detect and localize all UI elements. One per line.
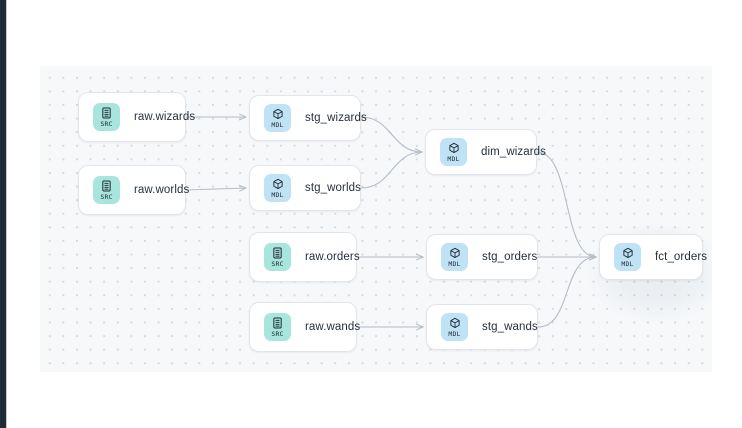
node-label: stg_orders (482, 251, 538, 263)
edge-stg-wands-to-fct-orders (537, 257, 596, 328)
src-badge-label: SRC (271, 259, 284, 268)
mdl-badge: MDL (264, 174, 291, 202)
node-raw-orders[interactable]: SRC raw.orders (249, 232, 360, 282)
node-label: dim_wizards (481, 146, 547, 158)
database-icon (273, 317, 282, 328)
node-raw-wands[interactable]: SRC raw.wands (249, 302, 361, 352)
node-label: raw.orders (305, 251, 360, 263)
node-label: stg_wands (482, 321, 538, 333)
src-badge: SRC (93, 103, 120, 131)
edge-dim-wizards-to-fct-orders (536, 151, 596, 257)
src-badge: SRC (93, 176, 120, 204)
mdl-badge-label: MDL (271, 190, 284, 199)
src-badge-label: SRC (271, 329, 284, 338)
mdl-badge: MDL (441, 243, 468, 271)
node-label: raw.wizards (134, 111, 196, 123)
src-badge-label: SRC (100, 192, 113, 201)
lineage-graph-canvas[interactable]: SRC raw.wizards SRC raw.worlds (40, 66, 712, 372)
node-stg-orders[interactable]: MDL stg_orders (426, 234, 538, 280)
node-label: raw.wands (305, 321, 361, 333)
node-stg-worlds[interactable]: MDL stg_worlds (249, 165, 361, 211)
left-rail (0, 0, 6, 428)
mdl-badge-label: MDL (448, 329, 461, 338)
cube-icon (449, 247, 460, 258)
node-stg-wands[interactable]: MDL stg_wands (426, 304, 538, 350)
cube-icon (448, 142, 459, 153)
edge-raw-worlds-to-stg-worlds (185, 188, 246, 190)
mdl-badge: MDL (440, 138, 467, 166)
node-raw-wizards[interactable]: SRC raw.wizards (78, 92, 195, 142)
mdl-badge: MDL (441, 313, 468, 341)
node-raw-worlds[interactable]: SRC raw.worlds (78, 165, 190, 215)
src-badge: SRC (264, 313, 291, 341)
node-dim-wizards[interactable]: MDL dim_wizards (425, 129, 546, 175)
mdl-badge-label: MDL (448, 259, 461, 268)
mdl-badge-label: MDL (621, 259, 634, 268)
mdl-badge-label: MDL (271, 120, 284, 129)
src-badge-label: SRC (100, 119, 113, 128)
node-label: fct_orders (655, 251, 708, 263)
edge-stg-worlds-to-dim-wizards (360, 152, 422, 189)
edge-layer (185, 66, 712, 372)
node-fct-orders[interactable]: MDL fct_orders (599, 234, 707, 280)
database-icon (102, 107, 111, 118)
left-rail-divider (6, 0, 7, 428)
mdl-badge-label: MDL (447, 154, 460, 163)
node-stg-wizards[interactable]: MDL stg_wizards (249, 95, 367, 141)
cube-icon (449, 317, 460, 328)
cube-icon (272, 108, 283, 119)
cube-icon (622, 247, 633, 258)
node-label: raw.worlds (134, 184, 190, 196)
mdl-badge: MDL (264, 104, 291, 132)
src-badge: SRC (264, 243, 291, 271)
edge-stg-wizards-to-dim-wizards (360, 116, 422, 152)
node-label: stg_wizards (305, 112, 367, 124)
database-icon (273, 247, 282, 258)
node-label: stg_worlds (305, 182, 361, 194)
cube-icon (272, 178, 283, 189)
mdl-badge: MDL (614, 243, 641, 271)
database-icon (102, 180, 111, 191)
